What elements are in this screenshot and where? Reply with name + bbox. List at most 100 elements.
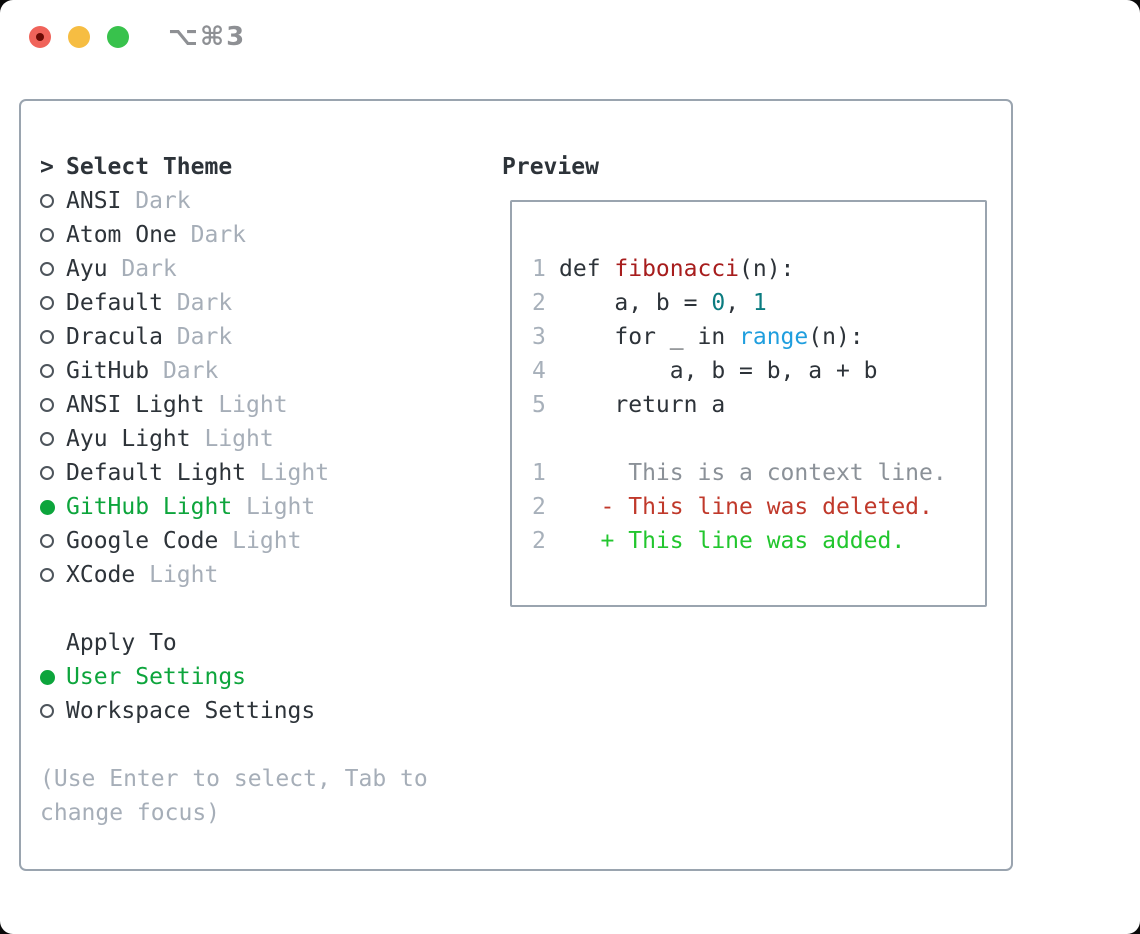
spacer [40, 728, 480, 762]
close-button-dot [36, 33, 44, 41]
theme-option[interactable]: GitHub Light Light [40, 490, 480, 524]
line-number: 4 [532, 358, 546, 384]
code-segment: fibonacci [614, 256, 740, 282]
code-line: 2 - This line was deleted. [532, 490, 985, 524]
theme-option[interactable]: ANSI Dark [40, 184, 480, 218]
apply-to-option[interactable]: Workspace Settings [40, 694, 480, 728]
theme-variant-badge: Light [204, 392, 288, 418]
code-line: 1 def fibonacci(n): [532, 252, 985, 286]
apply-to-option-label: Workspace Settings [66, 698, 316, 724]
theme-option-label: Default Light [66, 460, 247, 486]
code-line [532, 422, 985, 456]
theme-option-label: Dracula [66, 324, 163, 350]
radio-selected-icon [40, 669, 55, 685]
code-segment: a, b = [559, 290, 712, 316]
theme-option[interactable]: Default Dark [40, 286, 480, 320]
code-line: 5 return a [532, 388, 985, 422]
theme-variant-badge: Dark [162, 290, 233, 316]
code-line: 3 for _ in range(n): [532, 320, 985, 354]
theme-variant-badge: Dark [107, 256, 177, 282]
theme-option-label: Default [66, 290, 163, 316]
radio-icon [40, 432, 54, 446]
code-segment: return a [559, 392, 726, 418]
theme-option[interactable]: Ayu Dark [40, 252, 480, 286]
theme-option[interactable]: XCode Light [40, 558, 480, 592]
theme-option[interactable]: ANSI Light Light [40, 388, 480, 422]
theme-option-label: ANSI [66, 188, 122, 214]
theme-variant-badge: Light [135, 562, 219, 588]
line-number: 2 [532, 290, 546, 316]
code-segment: 1 [752, 290, 767, 316]
code-segment: (n): [739, 256, 795, 282]
code-segment: for _ in [559, 324, 740, 350]
code-segment: This is a context line. [559, 460, 947, 486]
radio-icon [40, 262, 54, 276]
theme-option-label: GitHub Light [66, 494, 233, 520]
theme-variant-badge: Dark [149, 358, 219, 384]
theme-variant-badge: Light [190, 426, 274, 452]
keyboard-hint: (Use Enter to select, Tab to change focu… [40, 766, 428, 826]
theme-variant-badge: Dark [121, 188, 191, 214]
line-number: 1 [532, 460, 546, 486]
select-theme-header-label: Select Theme [66, 154, 233, 180]
theme-option-label: XCode [66, 562, 136, 588]
theme-variant-badge: Light [232, 494, 316, 520]
radio-icon [40, 228, 54, 242]
theme-option[interactable]: GitHub Dark [40, 354, 480, 388]
theme-variant-badge: Light [246, 460, 330, 486]
close-button[interactable] [29, 26, 51, 48]
theme-option-label: GitHub [66, 358, 150, 384]
radio-icon [40, 534, 54, 548]
radio-icon [40, 466, 54, 480]
radio-icon [40, 704, 54, 718]
theme-variant-badge: Light [218, 528, 302, 554]
theme-option[interactable]: Atom One Dark [40, 218, 480, 252]
line-number: 5 [532, 392, 546, 418]
line-number: 3 [532, 324, 546, 350]
radio-selected-icon [40, 499, 55, 515]
code-line: 4 a, b = b, a + b [532, 354, 985, 388]
theme-option[interactable]: Dracula Dark [40, 320, 480, 354]
radio-icon [40, 194, 54, 208]
apply-to-option-label: User Settings [66, 664, 247, 690]
theme-option[interactable]: Default Light Light [40, 456, 480, 490]
theme-option-label: Google Code [66, 528, 219, 554]
apply-to-header-label: Apply To [66, 630, 177, 656]
radio-icon [40, 398, 54, 412]
line-number: 1 [532, 256, 546, 282]
theme-option-label: Ayu Light [66, 426, 191, 452]
code-segment: a, b = b, a + b [559, 358, 878, 384]
theme-option-label: Ayu [66, 256, 108, 282]
preview-header: Preview [502, 154, 599, 180]
apply-to-header: Apply To [40, 626, 480, 660]
radio-icon [40, 568, 54, 582]
titlebar [29, 26, 129, 48]
spacer [40, 592, 480, 626]
code-segment: - This line was deleted. [559, 494, 933, 520]
theme-variant-badge: Dark [162, 324, 233, 350]
code-segment: def [559, 256, 615, 282]
theme-option[interactable]: Google Code Light [40, 524, 480, 558]
minimize-button[interactable] [68, 26, 90, 48]
caret-icon: > [40, 154, 54, 180]
code-line: 2 + This line was added. [532, 524, 985, 558]
code-segment: , [725, 290, 753, 316]
zoom-button[interactable] [107, 26, 129, 48]
code-segment: 0 [711, 290, 726, 316]
code-line: 2 a, b = 0, 1 [532, 286, 985, 320]
apply-to-option[interactable]: User Settings [40, 660, 480, 694]
select-theme-header: > Select Theme [40, 150, 480, 184]
code-segment: (n): [808, 324, 864, 350]
code-segment: + This line was added. [559, 528, 906, 554]
window-title: ⌥⌘3 [168, 22, 247, 52]
theme-option-label: Atom One [66, 222, 177, 248]
radio-icon [40, 296, 54, 310]
theme-option[interactable]: Ayu Light Light [40, 422, 480, 456]
code-line: 1 This is a context line. [532, 456, 985, 490]
